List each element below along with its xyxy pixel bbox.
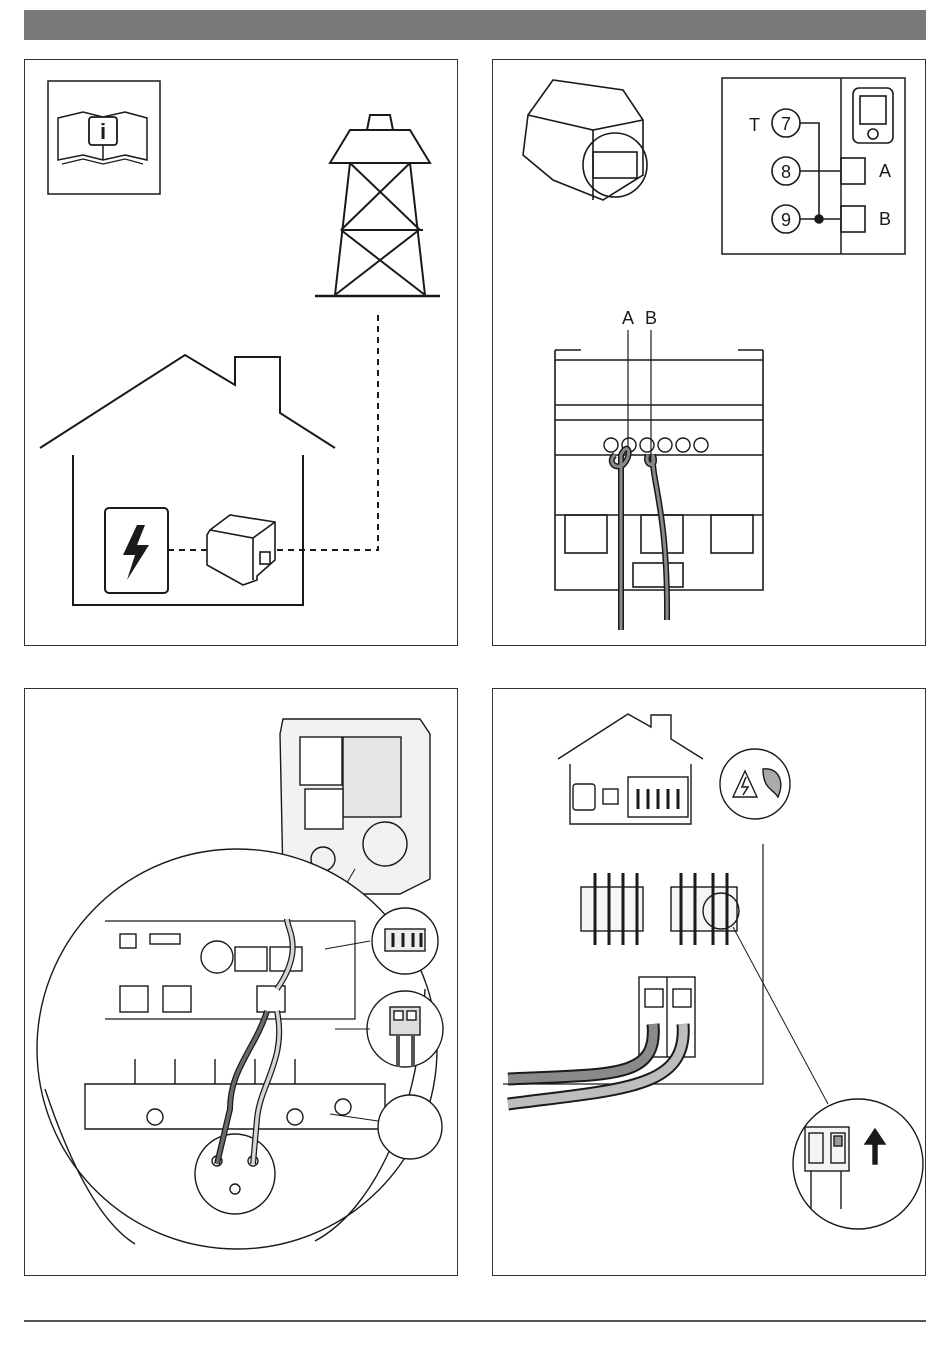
cable-a	[612, 449, 629, 630]
cables	[508, 1024, 683, 1104]
empty-detail-circle	[378, 1095, 442, 1159]
dip-switch-detail	[372, 908, 438, 974]
info-manual-icon: i	[48, 81, 160, 194]
svg-text:i: i	[100, 119, 106, 144]
wire-b-label: B	[645, 308, 657, 328]
house-outline	[40, 355, 335, 605]
panel-dip-switch-setting	[492, 688, 926, 1276]
footer-rule	[24, 1320, 926, 1322]
energy-meter-icon	[207, 515, 275, 585]
wiring-diagram: T 7 8 9 A B	[722, 78, 905, 254]
panel-meter-wiring: T 7 8 9 A B A B	[492, 59, 926, 646]
port-b-label: B	[879, 209, 891, 229]
energy-meter-icon	[523, 80, 647, 200]
header-bar	[24, 10, 926, 40]
panel-charger-wiring	[24, 688, 458, 1276]
terminal-t-label: T	[749, 115, 760, 135]
meter-front-view: A B	[555, 308, 763, 590]
charger-box	[105, 508, 168, 593]
port-a-label: A	[879, 161, 891, 181]
electrical-hazard-icon	[720, 749, 790, 819]
wire-a-label: A	[622, 308, 634, 328]
lightning-icon	[123, 525, 149, 580]
terminal-8-label: 8	[781, 162, 791, 182]
connection-line	[168, 310, 378, 550]
power-pylon-icon	[315, 115, 440, 296]
display-device-icon	[853, 88, 893, 143]
dip-switch-zoom	[793, 1099, 923, 1229]
house-panel-icon	[558, 714, 703, 824]
dip-switch-bank-left	[581, 873, 643, 945]
terminal-block-detail	[367, 991, 443, 1067]
terminal-9-label: 9	[781, 210, 791, 230]
terminal-7-label: 7	[781, 114, 791, 134]
cable-b	[647, 455, 667, 620]
dip-switch-bank-right	[671, 873, 739, 945]
panel-installation-overview: i	[24, 59, 458, 646]
